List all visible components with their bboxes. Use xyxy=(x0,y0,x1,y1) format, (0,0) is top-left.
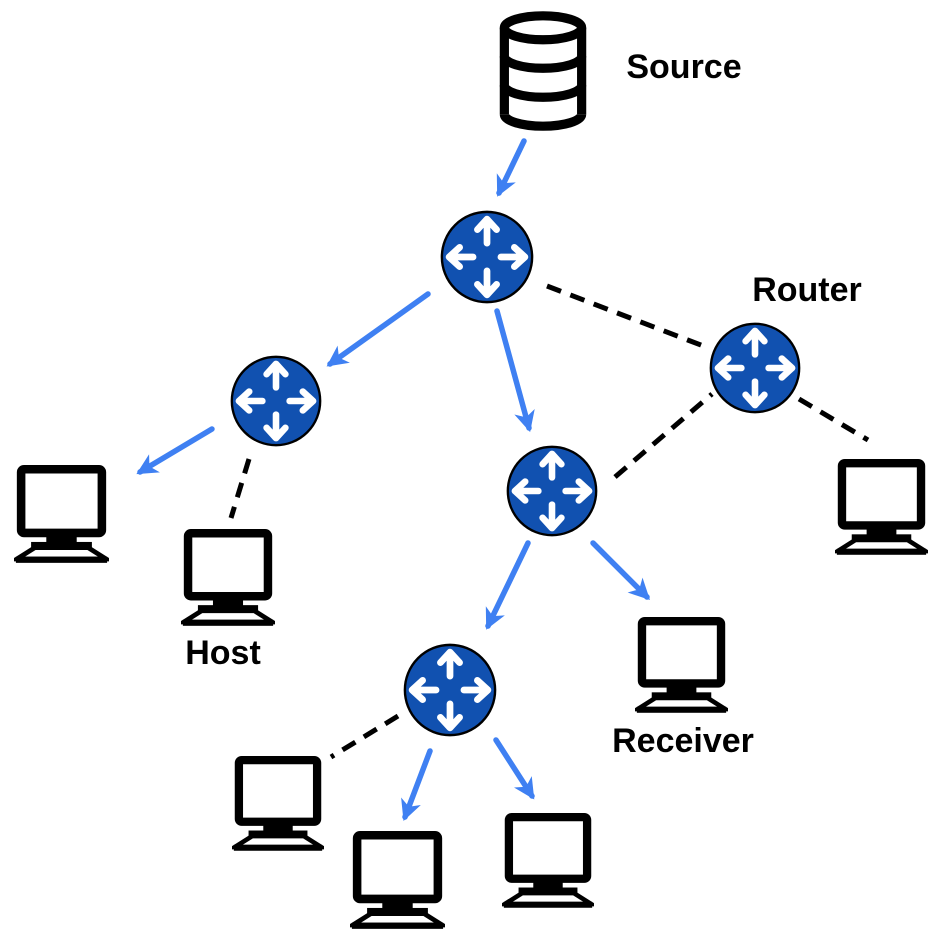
router-left-icon xyxy=(232,357,320,445)
receiver-computer-icon xyxy=(637,621,726,713)
nodes-layer xyxy=(16,16,926,929)
router-middle-icon xyxy=(508,447,596,535)
middle-router-to-right-router-link xyxy=(613,392,714,479)
middle-router-to-receiver-link xyxy=(590,540,650,600)
host-far-left-icon xyxy=(16,469,107,563)
top-router-to-right-router-link xyxy=(546,283,707,350)
router-top-icon xyxy=(442,212,532,302)
source-label: Source xyxy=(626,48,741,86)
bottom-router-to-bottom-left-host-link xyxy=(329,713,400,760)
host-bottom-middle-icon xyxy=(352,835,443,929)
router-right-icon xyxy=(711,324,799,412)
router-bottom-icon xyxy=(405,645,495,735)
host-label: Host xyxy=(185,634,261,672)
bottom-router-to-bottom-middle-host-link xyxy=(401,748,433,821)
links-layer xyxy=(136,138,870,821)
host-labeled-icon xyxy=(183,533,273,626)
top-router-to-middle-router-link xyxy=(494,308,535,433)
host-bottom-right-icon xyxy=(504,817,592,908)
left-router-to-labeled-host-link xyxy=(228,458,252,519)
left-router-to-far-left-host-link xyxy=(136,426,215,475)
source-database-icon xyxy=(504,16,581,126)
source-to-top-router-link xyxy=(496,138,527,197)
receiver-label: Receiver xyxy=(612,722,754,760)
top-router-to-left-router-link xyxy=(326,291,431,367)
host-right-icon xyxy=(837,463,926,555)
right-router-to-right-host-link xyxy=(797,396,870,443)
bottom-router-to-bottom-right-host-link xyxy=(493,737,535,800)
host-bottom-left-icon xyxy=(234,760,322,851)
middle-router-to-bottom-router-link xyxy=(485,540,531,630)
router-label: Router xyxy=(752,271,862,309)
labels-layer: Source Router Host Receiver xyxy=(185,48,862,760)
